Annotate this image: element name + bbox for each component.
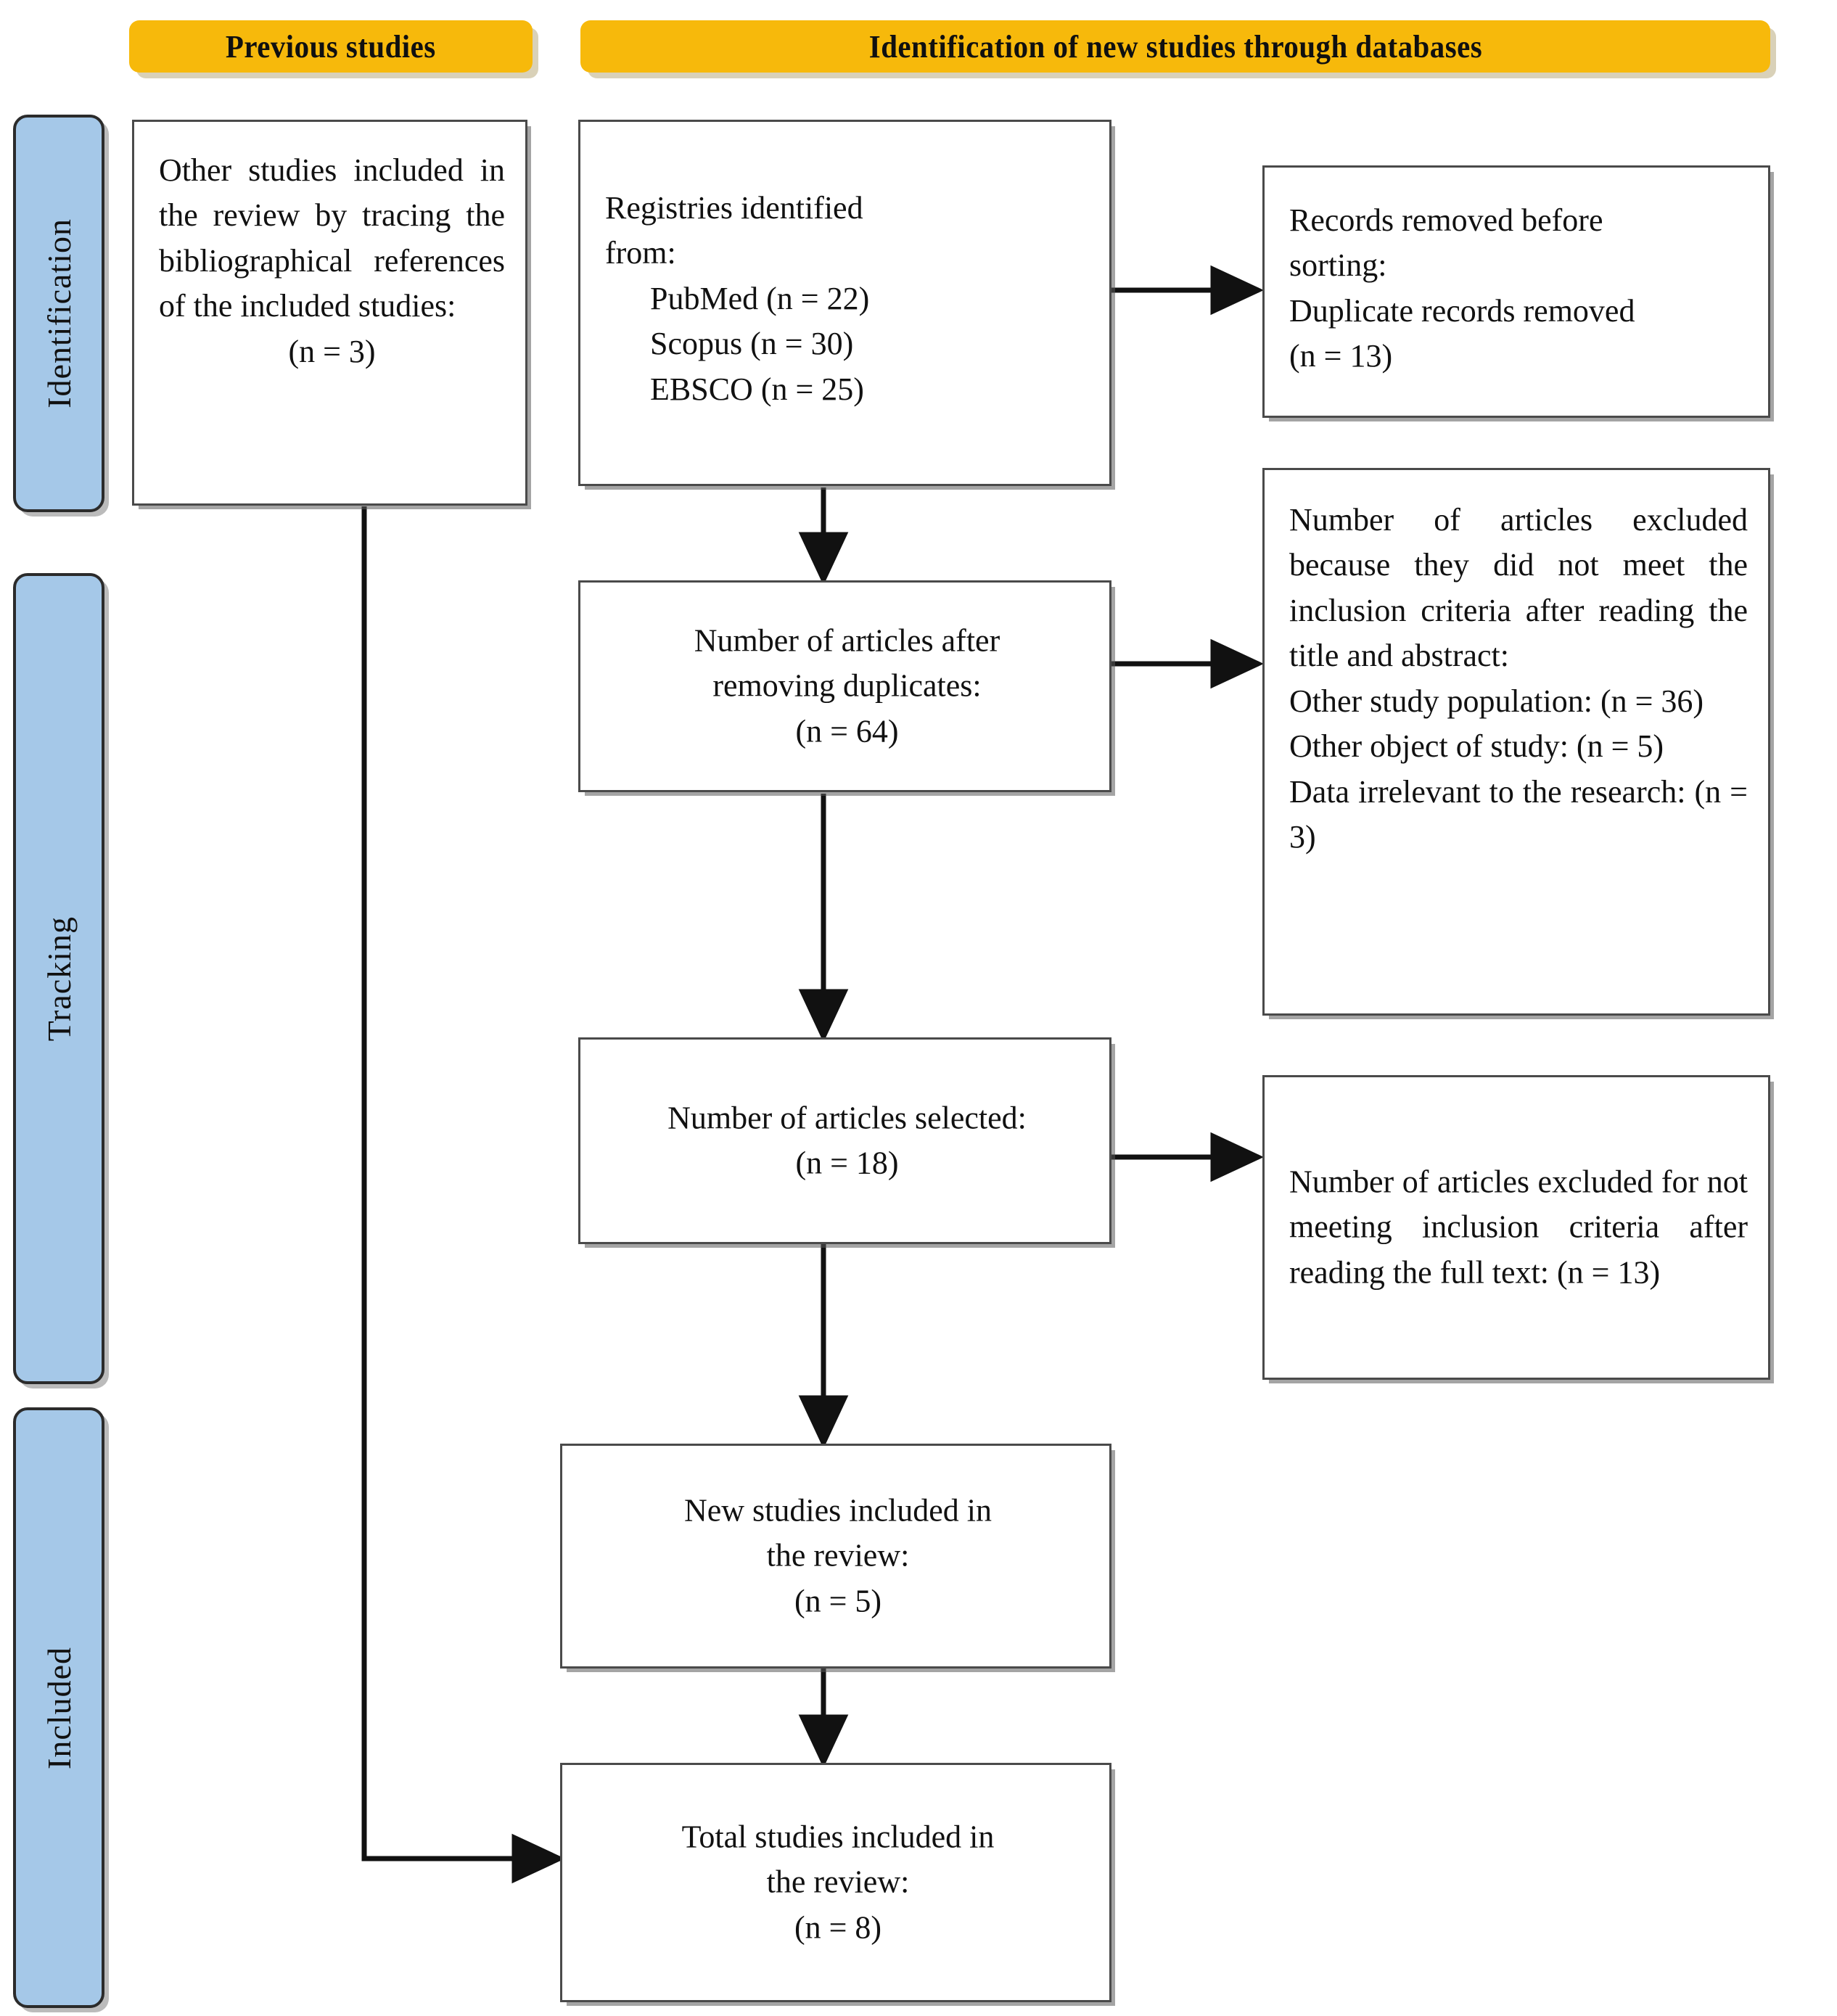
phase-bar-tracking: Tracking: [13, 573, 104, 1384]
records-removed-count: (n = 13): [1289, 338, 1393, 374]
articles-selected-line-1: Number of articles selected:: [667, 1100, 1027, 1136]
records-removed-line-3: Duplicate records removed: [1289, 292, 1635, 329]
total-studies-line-1: Total studies included in: [681, 1819, 995, 1855]
box-other-studies: Other studies included in the review by …: [132, 120, 527, 506]
phase-label-tracking: Tracking: [40, 916, 78, 1042]
new-studies-line-2: the review:: [766, 1537, 910, 1573]
phase-bar-included: Included: [13, 1407, 104, 2008]
excluded-ta-reason-irrelevant: Data irrelevant to the research: (n = 3): [1289, 773, 1748, 855]
phase-bar-identification: Identification: [13, 115, 104, 512]
registries-line-1: Registries identified: [605, 190, 863, 226]
articles-selected-count: (n = 18): [795, 1145, 899, 1181]
new-studies-count: (n = 5): [794, 1583, 882, 1619]
box-articles-after-removing-duplicates: Number of articles after removing duplic…: [578, 580, 1111, 792]
total-studies-count: (n = 8): [794, 1909, 882, 1946]
other-studies-count: (n = 3): [288, 333, 376, 369]
banner-identification-databases-label: Identification of new studies through da…: [868, 28, 1482, 65]
banner-previous-studies: Previous studies: [129, 20, 533, 73]
other-studies-body: Other studies included in the review by …: [159, 152, 505, 324]
registries-source-ebsco: EBSCO (n = 25): [650, 371, 864, 407]
box-new-studies-included: New studies included in the review: (n =…: [560, 1444, 1111, 1669]
after-duplicates-line-1: Number of articles after: [694, 622, 1000, 659]
registries-line-2: from:: [605, 235, 676, 271]
records-removed-line-2: sorting:: [1289, 247, 1387, 284]
new-studies-line-1: New studies included in: [683, 1492, 993, 1529]
box-records-removed-before-sorting: Records removed before sorting: Duplicat…: [1262, 165, 1770, 418]
after-duplicates-count: (n = 64): [795, 713, 899, 749]
after-duplicates-line-2: removing duplicates:: [712, 667, 982, 704]
excluded-ta-reason-object: Other object of study: (n = 5): [1289, 728, 1664, 765]
registries-source-pubmed: PubMed (n = 22): [650, 280, 870, 316]
excluded-ta-reason-population: Other study population: (n = 36): [1289, 683, 1704, 719]
phase-label-included: Included: [40, 1646, 78, 1769]
excluded-ft-body: Number of articles excluded for not meet…: [1289, 1164, 1748, 1291]
box-excluded-after-full-text: Number of articles excluded for not meet…: [1262, 1075, 1770, 1380]
total-studies-line-2: the review:: [766, 1864, 910, 1900]
phase-label-identification: Identification: [40, 218, 78, 408]
box-excluded-after-title-abstract: Number of articles excluded because they…: [1262, 468, 1770, 1016]
box-total-studies-included: Total studies included in the review: (n…: [560, 1763, 1111, 2002]
box-articles-selected: Number of articles selected: (n = 18): [578, 1037, 1111, 1244]
records-removed-line-1: Records removed before: [1289, 202, 1603, 238]
edge-other-studies-to-total-studies: [361, 506, 565, 1884]
box-registries-identified: Registries identified from: PubMed (n = …: [578, 120, 1111, 486]
registries-source-scopus: Scopus (n = 30): [650, 326, 854, 362]
banner-identification-databases: Identification of new studies through da…: [580, 20, 1770, 73]
banner-previous-studies-label: Previous studies: [226, 28, 436, 65]
excluded-ta-body: Number of articles excluded because they…: [1289, 502, 1748, 674]
